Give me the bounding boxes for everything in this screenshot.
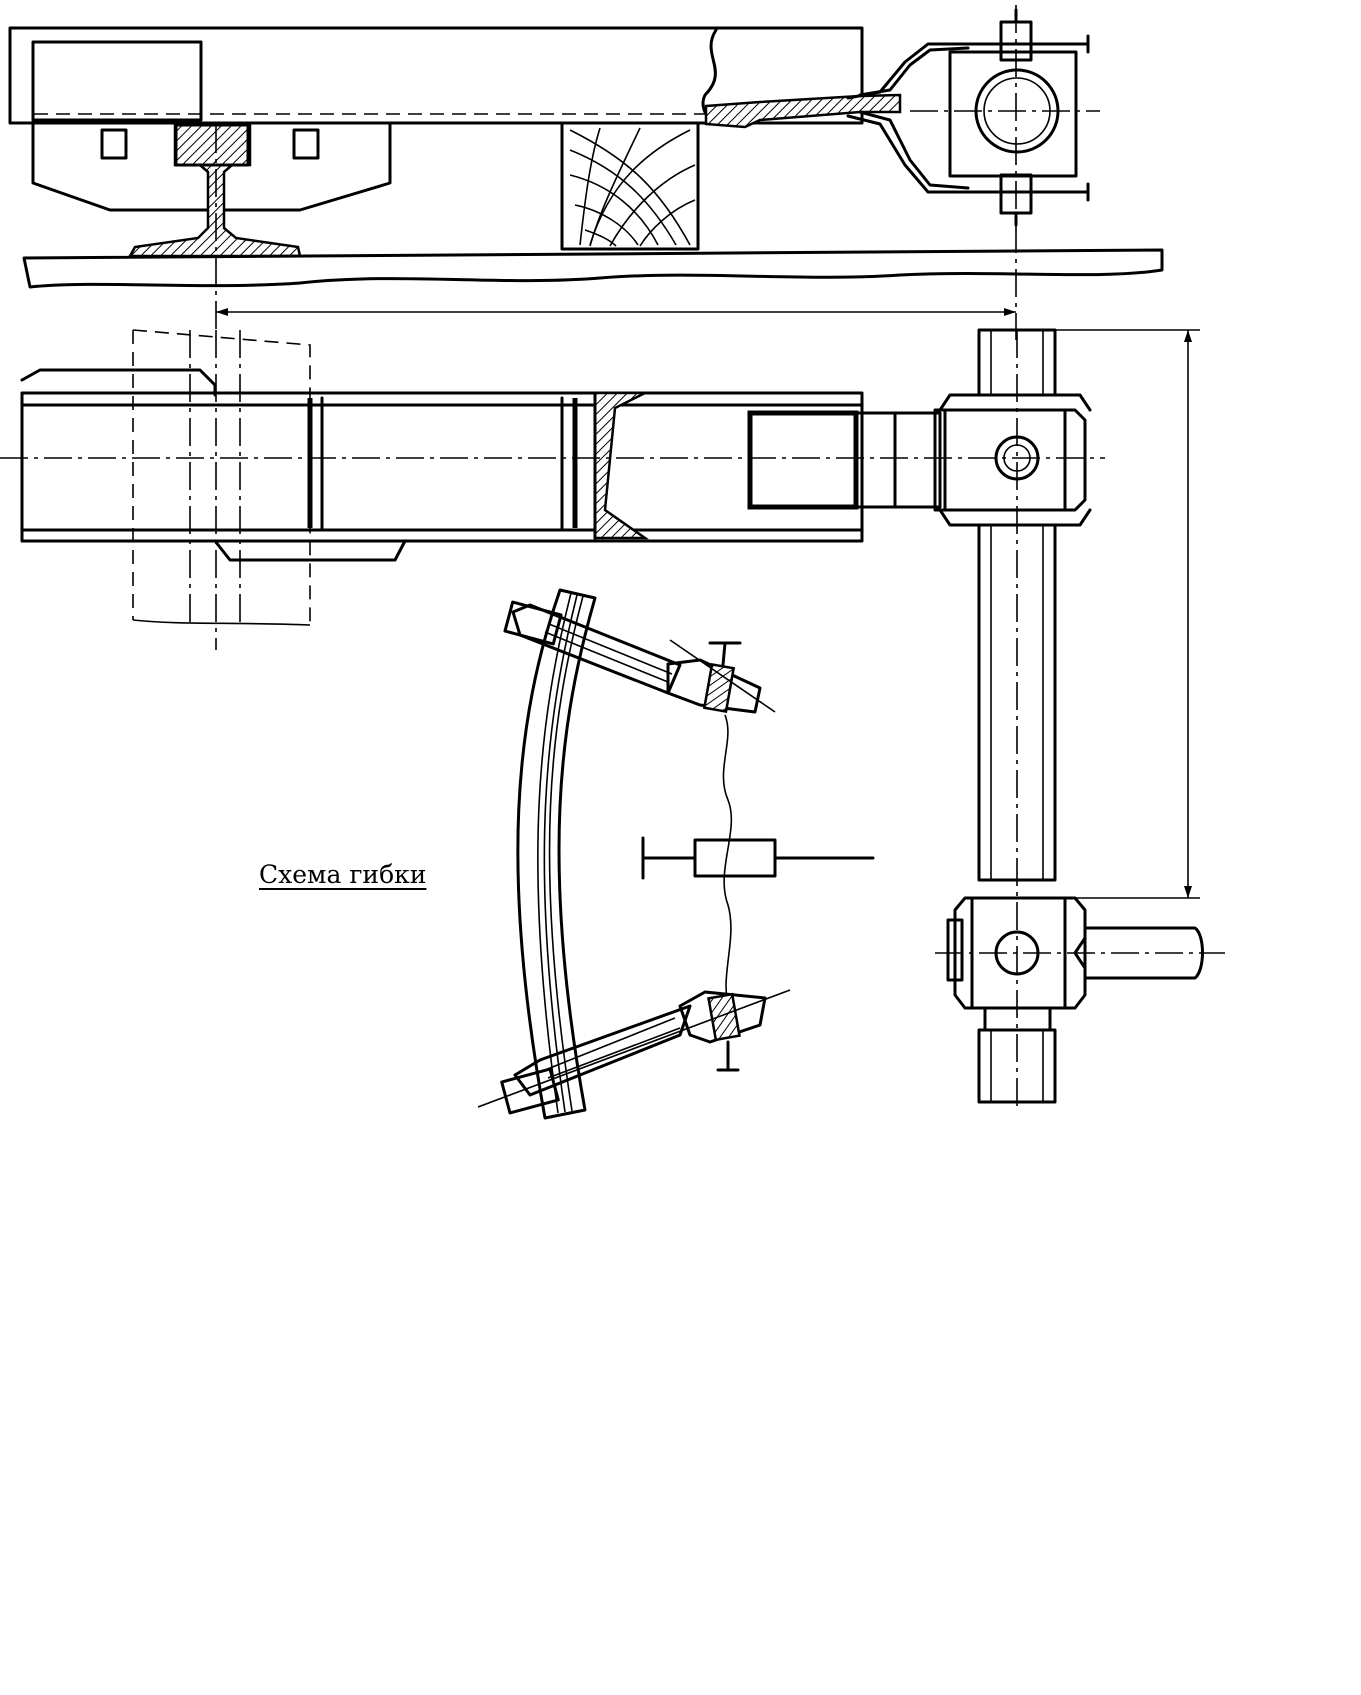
wood-grain	[569, 127, 696, 247]
plan-view-assembly	[0, 328, 1225, 1110]
bending-scheme	[477, 588, 875, 1120]
side-view-assembly	[8, 5, 1164, 340]
bending-scheme-caption: Схема гибки	[259, 860, 427, 889]
